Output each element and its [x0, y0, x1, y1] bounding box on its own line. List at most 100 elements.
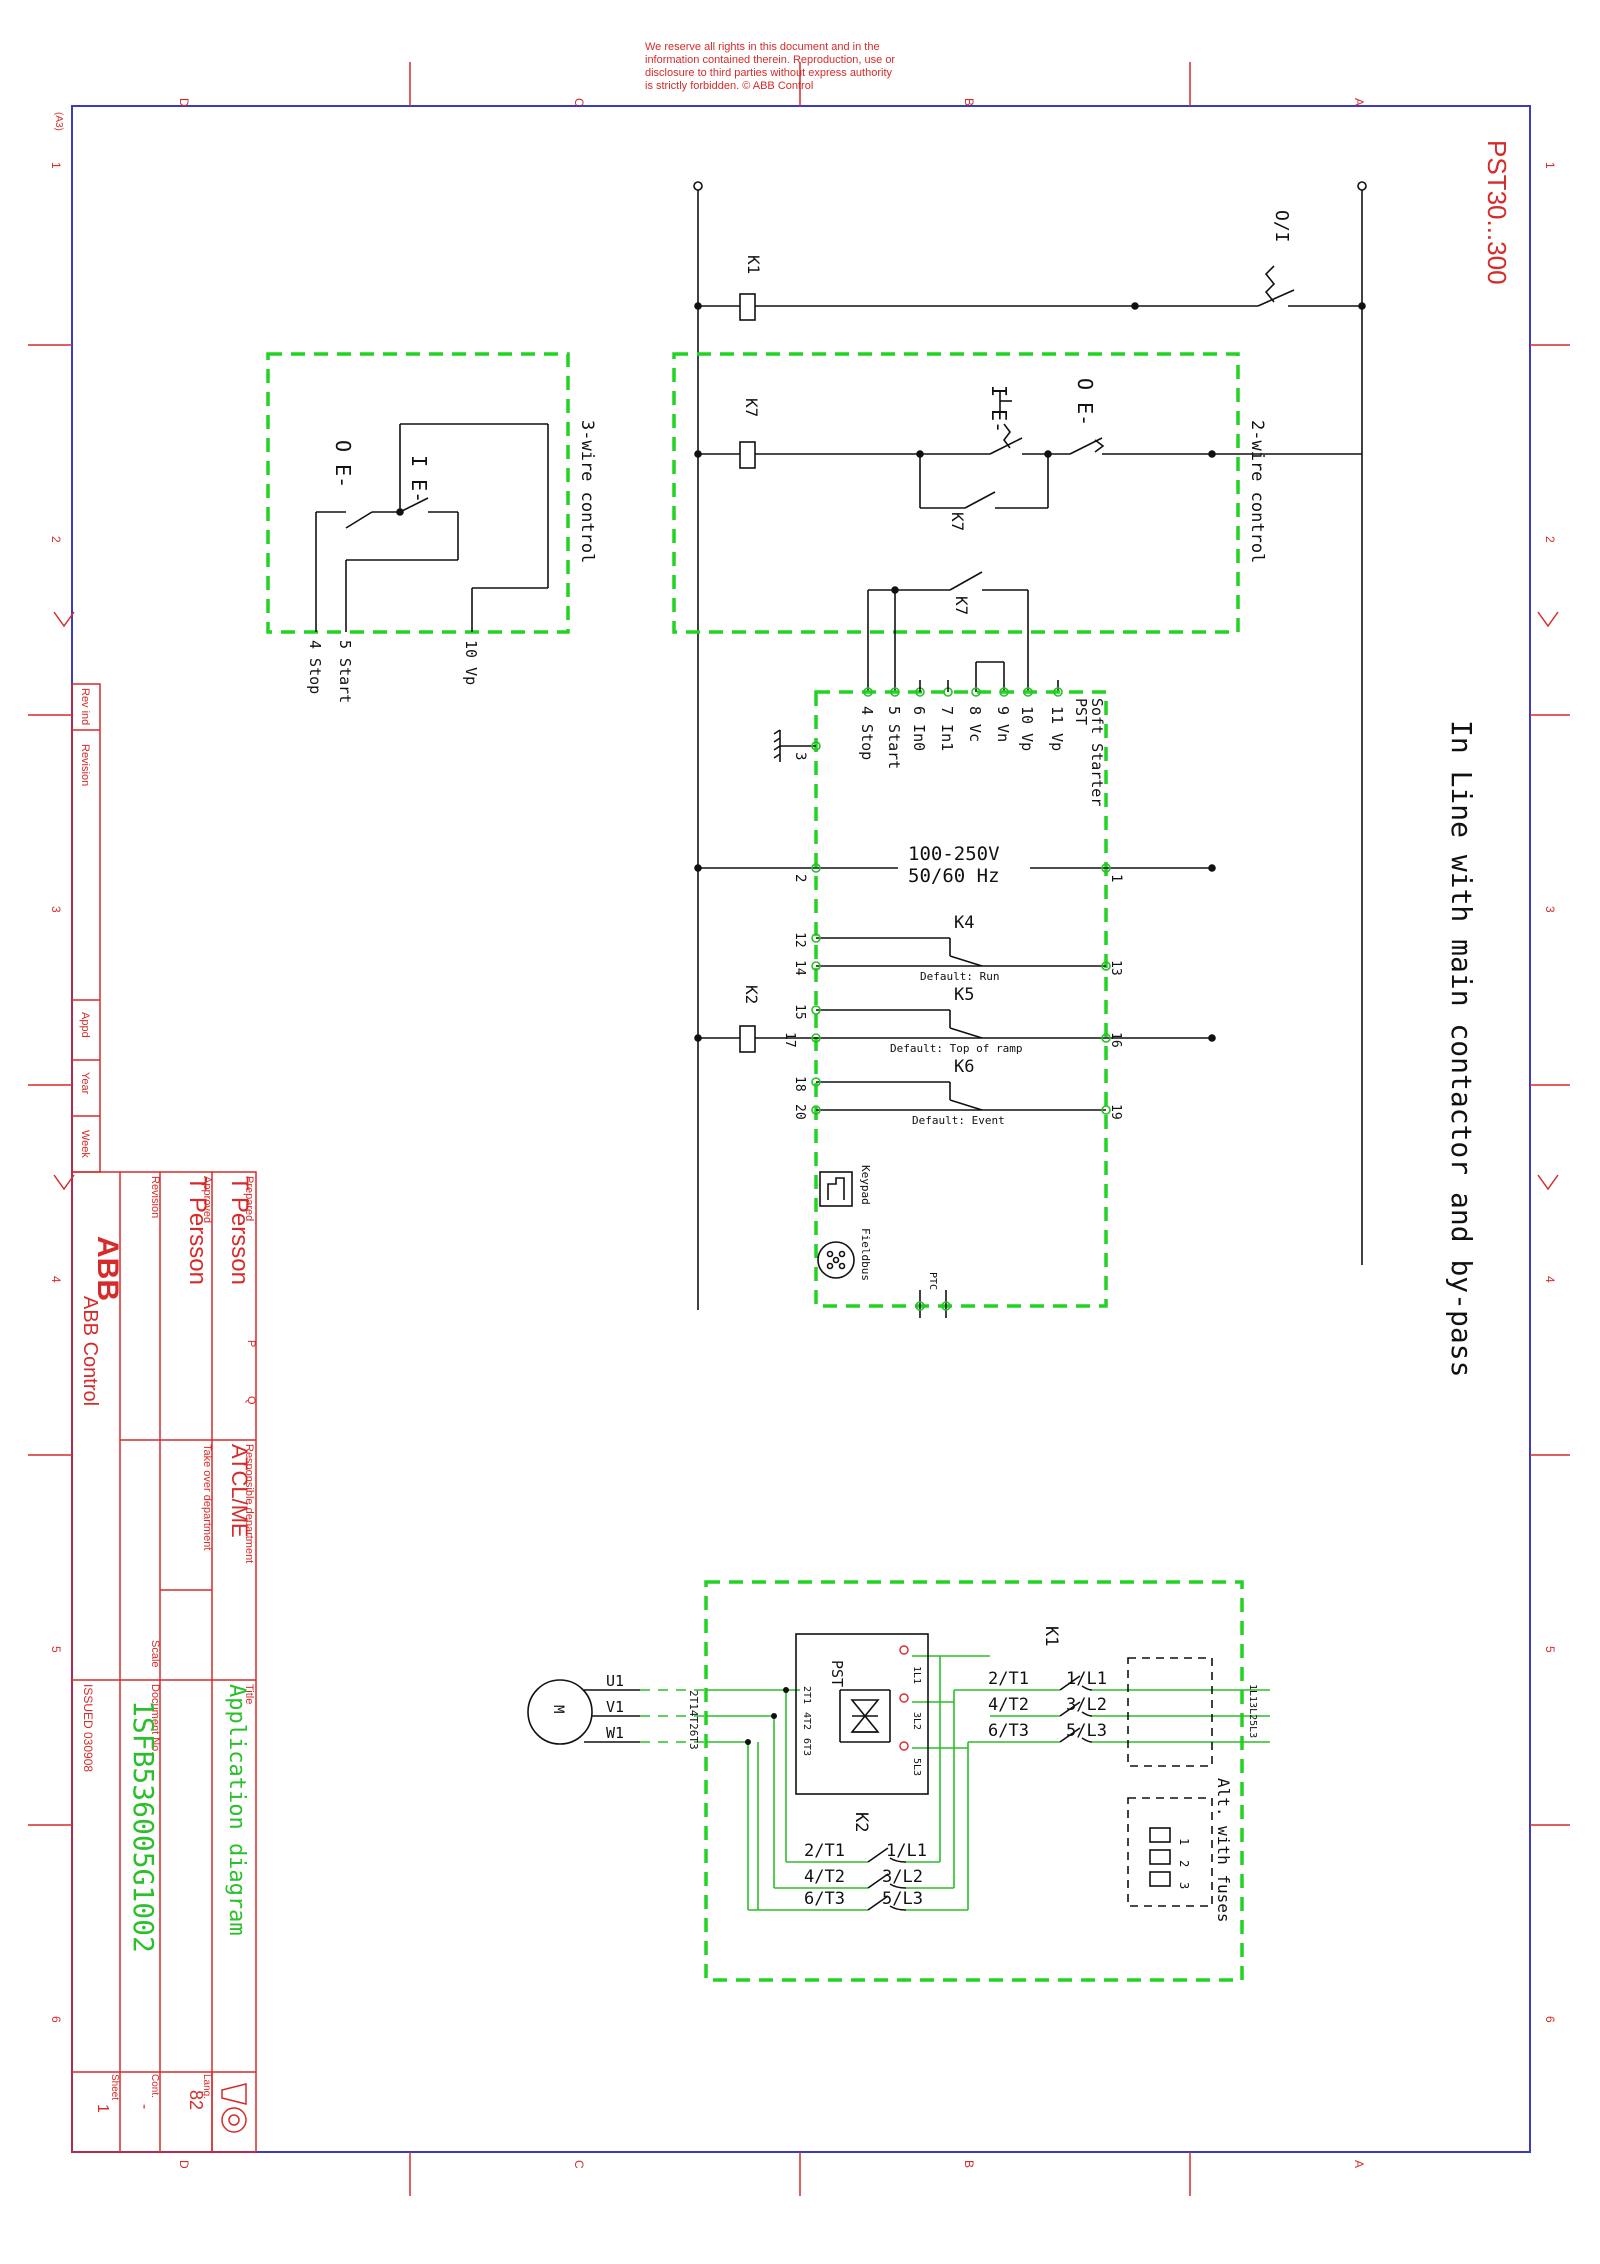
k2-contact-labels: 2/T1 1/L1 4/T2 3/L2 6/T3 5/L3: [804, 1841, 927, 1909]
abb-logo: ABB: [91, 1236, 124, 1301]
issued-date: ISSUED 030908: [81, 1684, 95, 1772]
notice-line-1: We reserve all rights in this document a…: [645, 41, 880, 53]
svg-text:10 Vp: 10 Vp: [462, 640, 480, 685]
cont-value: -: [136, 2104, 153, 2109]
k7-start-label: K7: [952, 596, 971, 615]
zone-letters-top: D C B A: [177, 98, 1366, 107]
svg-text:5: 5: [49, 1646, 63, 1653]
revision-label: Revision: [149, 1176, 161, 1218]
k1-contactor: [1059, 1675, 1093, 1743]
p-label: P: [245, 1340, 257, 1347]
svg-text:D: D: [177, 2160, 191, 2169]
k1-coil-label: K1: [744, 255, 763, 274]
pb-on-label: I E-: [987, 385, 1011, 433]
k1-contact-labels: 2/T1 1/L1 4/T2 3/L2 6/T3 5/L3: [988, 1669, 1107, 1741]
notice-line-4: is strictly forbidden. © ABB Control: [645, 80, 813, 92]
svg-text:V1: V1: [606, 1698, 624, 1716]
three-wire-circuit: [315, 423, 549, 632]
relay-k6-term-c: 19: [1108, 1104, 1123, 1120]
k7-coil-label: K7: [742, 398, 761, 417]
q-label: Q: [245, 1396, 257, 1405]
motor-phase-labels: U1 V1 W1: [606, 1672, 624, 1742]
title-block-frame: [71, 1171, 257, 2153]
ptc-leads: [919, 1290, 947, 1318]
fieldbus-label: Fieldbus: [859, 1228, 872, 1281]
relay-k5-term-c: 16: [1108, 1032, 1123, 1048]
control-terminals: [863, 687, 1063, 697]
fuses-label: Alt. with fuses: [1214, 1778, 1233, 1923]
svg-text:6 In0: 6 In0: [910, 706, 928, 751]
pb-on-symbol: [999, 390, 1012, 412]
svg-text:A: A: [1352, 98, 1366, 106]
svg-text:2: 2: [1543, 536, 1557, 543]
keypad-icon: [819, 1171, 853, 1207]
motor-label: M: [550, 1705, 566, 1713]
keypad-label: Keypad: [859, 1165, 872, 1205]
ground-term-label: 3: [792, 752, 808, 760]
svg-text:6T3: 6T3: [801, 1738, 812, 1756]
supply-terminal-2: [811, 863, 821, 873]
relay-k5-term-a: 15: [792, 1004, 807, 1020]
relay-k5-label: K5: [954, 985, 974, 1005]
diagram-heading: In Line with main contactor and by-pass: [1445, 720, 1478, 1377]
pst-unit: [795, 1633, 929, 1795]
svg-text:A: A: [1352, 2160, 1366, 2168]
svg-text:3: 3: [1543, 906, 1557, 913]
svg-text:4 Stop: 4 Stop: [306, 640, 324, 694]
relay-k5-terminals: [811, 1005, 1111, 1043]
revision-block-labels: Rev ind Revision Appd Year Week: [79, 688, 91, 1158]
svg-text:2: 2: [49, 536, 63, 543]
takeover-label: Take over department: [201, 1444, 213, 1550]
prepared-by: T Persson: [226, 1176, 253, 1285]
product-range: PST30...300: [1482, 140, 1512, 285]
svg-text:Soft Starter: Soft Starter: [1088, 698, 1106, 806]
k2-coil-label: K2: [742, 985, 761, 1004]
two-wire-box: [672, 352, 1240, 634]
svg-text:6/T3: 6/T3: [988, 1721, 1029, 1741]
svg-text:2/T1: 2/T1: [804, 1841, 845, 1861]
svg-text:3: 3: [1177, 1882, 1191, 1889]
svg-text:11 Vp: 11 Vp: [1048, 706, 1066, 751]
svg-text:5: 5: [1543, 1646, 1557, 1653]
supply-term-labels: 1L13L25L3: [1247, 1684, 1258, 1738]
relay-k5: [694, 1009, 1216, 1053]
three-wire-box: [266, 352, 570, 634]
svg-text:1L1: 1L1: [911, 1666, 922, 1684]
supply-voltage: 100-250V: [908, 843, 1000, 865]
relay-k4-desc: Default: Run: [920, 970, 999, 983]
scale-label: Scale: [149, 1640, 161, 1668]
lang-value: 82: [186, 2090, 206, 2110]
pst-output-labels: 2T1 4T2 6T3: [801, 1686, 812, 1756]
fuse-symbols: [1149, 1827, 1171, 1887]
company-name: ABB Control: [79, 1296, 101, 1406]
svg-text:4/T2: 4/T2: [988, 1695, 1029, 1715]
term-leads: [919, 680, 949, 692]
fuse-box-upper: [1127, 1657, 1213, 1767]
lang-label: Lang.: [201, 2074, 212, 2099]
fuse-numbers: 1 2 3: [1177, 1838, 1191, 1889]
soft-starter-title: Soft Starter PST: [1072, 698, 1106, 806]
svg-text:1: 1: [1543, 162, 1557, 169]
three-wire-terminals: 10 Vp 5 Start 4 Stop: [306, 640, 480, 703]
svg-text:D: D: [177, 98, 191, 107]
svg-text:1/L1: 1/L1: [886, 1841, 927, 1861]
motor-term-labels: 2T14T26T3: [687, 1690, 700, 1750]
svg-text:Appd: Appd: [79, 1012, 91, 1038]
svg-text:5 Start: 5 Start: [885, 706, 903, 769]
relay-k5-desc: Default: Top of ramp: [890, 1042, 1022, 1055]
pb3-off-label: O E-: [331, 440, 355, 488]
ground-symbol: [773, 729, 816, 762]
rung-k1: [694, 265, 1366, 321]
pst-input-labels: 1L1 3L2 5L3: [911, 1666, 922, 1776]
fieldbus-connector-icon: [817, 1241, 855, 1279]
svg-text:3: 3: [49, 906, 63, 913]
main-switch-label: O/I: [1271, 210, 1292, 243]
k2-contactor: [867, 1847, 907, 1911]
pb3-on-label: I E-: [407, 455, 431, 503]
notice-line-2: information contained therein. Reproduct…: [645, 54, 895, 66]
svg-text:PST: PST: [1072, 698, 1090, 725]
responsible-label: Responsible department: [243, 1444, 255, 1563]
svg-text:9 Vn: 9 Vn: [994, 706, 1012, 742]
motor-symbol: [527, 1679, 593, 1745]
k7-start-contact: [867, 571, 1059, 692]
